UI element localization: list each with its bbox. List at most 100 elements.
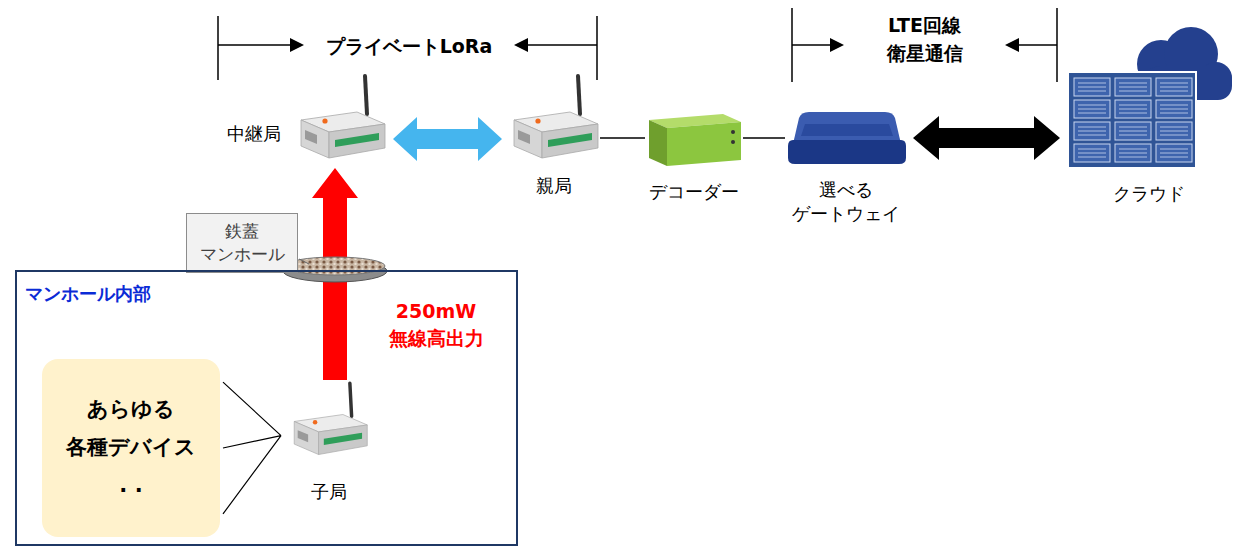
- server-unit: [1074, 100, 1110, 118]
- server-slot: [1078, 113, 1106, 114]
- bracket-tick: [217, 16, 219, 80]
- server-unit: [1115, 122, 1151, 140]
- edge-label-holder: 250mW 無線高出力: [371, 298, 501, 351]
- antenna: [578, 76, 580, 114]
- wire-line: [600, 137, 645, 138]
- device-label: 選べる ゲートウェイ: [792, 178, 900, 227]
- server-slot: [1160, 105, 1188, 106]
- server-slot: [1078, 87, 1106, 88]
- callout-box: 鉄蓋 マンホール: [186, 213, 298, 273]
- edge-label: 250mW 無線高出力: [387, 298, 486, 351]
- cloud-icon: [1066, 26, 1232, 170]
- connector-port: [518, 130, 530, 144]
- server-slot: [1160, 157, 1188, 158]
- decoder-led: [731, 130, 735, 134]
- decoder-front: [649, 120, 667, 166]
- bracket-label: LTE回線 衛星通信: [884, 12, 966, 67]
- server-slot: [1119, 91, 1147, 92]
- server-slot: [1119, 131, 1147, 132]
- antenna: [350, 383, 352, 416]
- bracket-head: [830, 38, 844, 52]
- bracket-line: [792, 44, 832, 46]
- server-slot: [1078, 131, 1106, 132]
- manhole-top: [285, 257, 385, 275]
- server-slot: [1160, 153, 1188, 154]
- server-rack: [1068, 72, 1196, 168]
- server-slot: [1119, 157, 1147, 158]
- device-icon: [283, 378, 375, 458]
- bracket-head: [1005, 38, 1019, 52]
- radio-device: 子局: [283, 378, 375, 458]
- server-unit: [1156, 122, 1192, 140]
- bracket-label-holder: LTE回線 衛星通信: [844, 12, 1005, 67]
- server-slot: [1119, 149, 1147, 150]
- device-icon: [295, 70, 387, 162]
- device-front: [514, 120, 542, 158]
- connector-port: [298, 430, 308, 442]
- server-unit: [1156, 100, 1192, 118]
- server-slot: [1078, 127, 1106, 128]
- lora-bracket: [218, 16, 597, 80]
- device-label: 子局: [311, 480, 347, 504]
- decoder-led: [731, 140, 735, 144]
- device-group-box: あらゆる 各種デバイス . .: [42, 359, 220, 537]
- device-label: デコーダー: [649, 180, 739, 204]
- server-slot: [1119, 83, 1147, 84]
- bracket-line: [218, 44, 292, 46]
- server-slot: [1160, 109, 1188, 110]
- server-slot: [1119, 153, 1147, 154]
- terminal-block: [324, 433, 362, 445]
- status-led: [535, 118, 540, 123]
- server-unit: [1074, 144, 1110, 162]
- thick-arrow: [393, 117, 502, 161]
- bracket-line: [1017, 44, 1057, 46]
- server-slot: [1119, 127, 1147, 128]
- bracket-label-holder: プライベートLoRa: [304, 33, 514, 61]
- server-unit: [1156, 144, 1192, 162]
- device-front: [301, 120, 329, 158]
- server-slot: [1160, 131, 1188, 132]
- server-unit: [1115, 100, 1151, 118]
- device-side: [542, 124, 598, 158]
- radio-device: 中継局: [295, 70, 387, 162]
- leader-line: [299, 259, 309, 264]
- server-slot: [1078, 153, 1106, 154]
- device-icon: [508, 70, 600, 162]
- server-slot: [1078, 91, 1106, 92]
- server-slot: [1078, 135, 1106, 136]
- server-slot: [1078, 83, 1106, 84]
- decoder-side: [667, 122, 741, 166]
- wire-line: [743, 137, 785, 138]
- server-slot: [1119, 113, 1147, 114]
- server-slot: [1160, 149, 1188, 150]
- device-label: クラウド: [1113, 182, 1185, 206]
- region-title: マンホール内部: [25, 282, 151, 306]
- server-slot: [1160, 113, 1188, 114]
- server-slot: [1160, 83, 1188, 84]
- server-slot: [1160, 91, 1188, 92]
- device-label: 中継局: [227, 122, 281, 146]
- decoder-device: デコーダー: [645, 108, 743, 168]
- thick-arrow: [913, 116, 1060, 160]
- lte-bracket: [792, 8, 1057, 82]
- server-unit: [1115, 78, 1151, 96]
- server-slot: [1160, 127, 1188, 128]
- device-front: [294, 421, 318, 454]
- server-unit: [1074, 122, 1110, 140]
- terminal-block: [335, 133, 379, 147]
- device-side: [319, 425, 368, 455]
- server-slot: [1078, 149, 1106, 150]
- gateway-groove: [801, 124, 893, 136]
- device-group-text: あらゆる 各種デバイス . .: [66, 391, 196, 504]
- status-led: [313, 420, 318, 425]
- antenna: [365, 76, 367, 114]
- callout-text: 鉄蓋 マンホール: [200, 220, 285, 266]
- wire-fan: [223, 382, 281, 514]
- server-slot: [1119, 87, 1147, 88]
- gateway-top: [793, 112, 901, 144]
- bracket-tick: [596, 16, 598, 80]
- server-slot: [1119, 105, 1147, 106]
- terminal-block: [548, 133, 592, 147]
- gateway-icon: [785, 110, 907, 166]
